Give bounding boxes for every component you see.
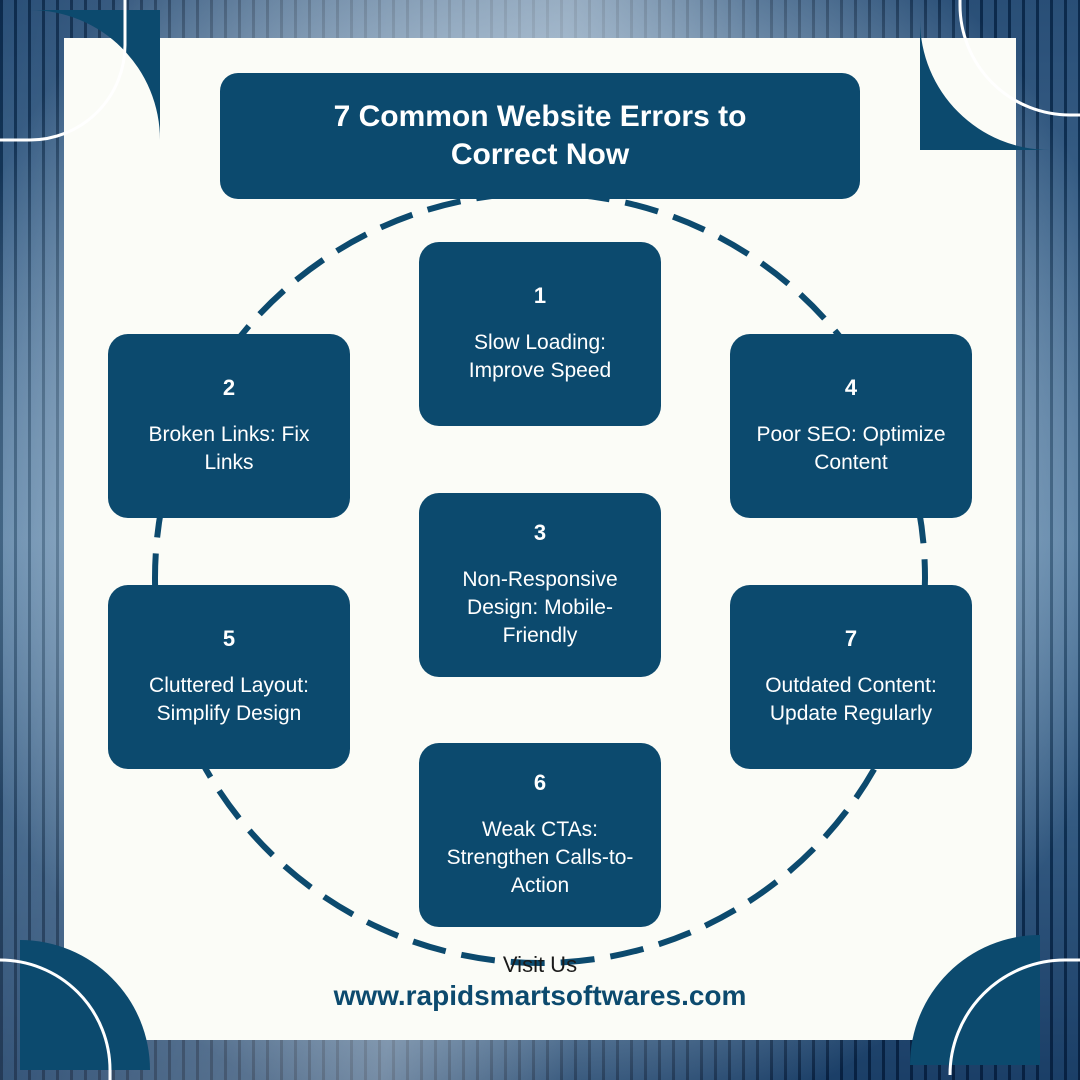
- corner-decoration-bottom-right: [910, 935, 1080, 1076]
- corner-decoration-top-left: [0, 0, 160, 142]
- step-number: 7: [844, 626, 858, 651]
- corner-decoration-top-right: [920, 0, 1080, 150]
- corner-decoration-bottom-left: [0, 940, 150, 1080]
- step-number: 4: [844, 375, 858, 400]
- page-title: 7 Common Website Errors to Correct Now: [333, 100, 747, 171]
- step-text: Non-Responsive Design: Mobile-Friendly: [462, 568, 618, 647]
- step-number: 5: [222, 626, 236, 651]
- title-banner: 7 Common Website Errors to Correct Now: [220, 73, 860, 199]
- step-text: Slow Loading: Improve Speed: [468, 331, 612, 382]
- step-card-1: 1 Slow Loading: Improve Speed: [419, 242, 661, 426]
- step-card-7: 7 Outdated Content: Update Regularly: [730, 585, 972, 769]
- step-card-6: 6 Weak CTAs: Strengthen Calls-to-Action: [419, 743, 661, 927]
- step-card-4: 4 Poor SEO: Optimize Content: [730, 334, 972, 518]
- step-card-2: 2 Broken Links: Fix Links: [108, 334, 350, 518]
- step-card-5: 5 Cluttered Layout: Simplify Design: [108, 585, 350, 769]
- visit-us-label: Visit Us: [502, 952, 578, 977]
- step-text: Poor SEO: Optimize Content: [756, 423, 946, 474]
- step-number: 1: [533, 283, 547, 308]
- step-number: 6: [533, 770, 547, 795]
- step-text: Broken Links: Fix Links: [148, 423, 310, 474]
- step-number: 3: [533, 520, 547, 545]
- step-text: Cluttered Layout: Simplify Design: [149, 674, 309, 725]
- step-text: Weak CTAs: Strengthen Calls-to-Action: [446, 818, 634, 897]
- step-card-3: 3 Non-Responsive Design: Mobile-Friendly: [419, 493, 661, 677]
- step-number: 2: [222, 375, 236, 400]
- step-text: Outdated Content: Update Regularly: [765, 674, 937, 725]
- website-url-link[interactable]: www.rapidsmartsoftwares.com: [333, 980, 747, 1011]
